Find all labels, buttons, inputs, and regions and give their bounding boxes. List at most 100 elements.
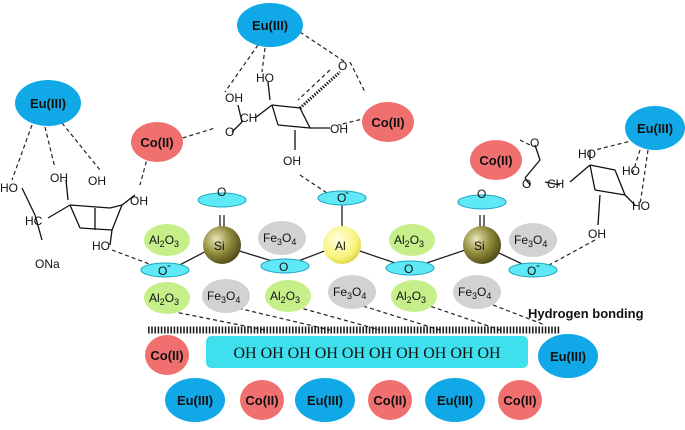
svg-text:HO: HO	[578, 147, 596, 161]
eu-ion-label: Eu(III)	[252, 18, 288, 33]
svg-text:OH: OH	[588, 227, 606, 241]
o-label-bridge-2: O	[404, 262, 413, 276]
glucose-right	[524, 144, 636, 226]
svg-text:OH: OH	[88, 174, 106, 188]
svg-text:Al2O3: Al2O3	[396, 289, 426, 305]
co-ion-label: Co(II)	[245, 393, 278, 408]
svg-text:Fe3O4: Fe3O4	[333, 285, 366, 301]
svg-text:OH: OH	[130, 194, 148, 208]
svg-text:HO: HO	[92, 239, 110, 253]
eu-ion: Eu(III)	[295, 378, 355, 422]
co-ion-label: Co(II)	[150, 348, 183, 363]
svg-text:Al2O3: Al2O3	[270, 289, 300, 305]
svg-text:OH: OH	[225, 91, 243, 105]
hydrogen-bonding-label: Hydrogen bonding	[528, 306, 644, 321]
co-ion-label: Co(II)	[140, 135, 173, 150]
hydroxyl-surface-bar: OH OH OH OH OH OH OH OH OH OH	[206, 336, 528, 368]
si-atom-right: Si	[463, 226, 501, 264]
eu-ion: Eu(III)	[15, 80, 81, 126]
svg-text:Si: Si	[214, 239, 225, 253]
svg-text:Fe3O4: Fe3O4	[263, 231, 296, 247]
co-ion: Co(II)	[470, 140, 522, 180]
co-ion-label: Co(II)	[503, 393, 536, 408]
eu-ion-label: Eu(III)	[550, 349, 586, 364]
svg-text:Fe3O4: Fe3O4	[207, 289, 240, 305]
eu-ion: Eu(III)	[625, 106, 685, 150]
al2o3-particle: Al2O3	[265, 280, 311, 312]
eu-ion-label: Eu(III)	[307, 393, 343, 408]
eu-ion: Eu(III)	[425, 378, 485, 422]
glucose-middle-labels: OH CH O HO O OH OH	[225, 59, 348, 168]
fe3o4-particle: Fe3O4	[328, 275, 376, 309]
svg-text:CH: CH	[240, 111, 257, 125]
eu-ion-label: Eu(III)	[637, 121, 673, 136]
svg-text:ONa: ONa	[35, 257, 60, 271]
co-ion-label: Co(II)	[373, 393, 406, 408]
svg-text:O: O	[522, 177, 531, 191]
svg-text:Al: Al	[335, 239, 346, 253]
metal-ions: Eu(III) Eu(III) Eu(III) Eu(III) Eu(III) Eu(II…	[15, 3, 685, 422]
eu-ion: Eu(III)	[237, 3, 303, 47]
svg-text:O: O	[530, 136, 539, 150]
o-minus-top: O	[337, 191, 346, 205]
co-ion: Co(II)	[498, 380, 542, 420]
svg-text:HO: HO	[256, 71, 274, 85]
minus-sign: -	[167, 258, 171, 272]
co-ion: Co(II)	[131, 122, 183, 162]
co-ion: Co(II)	[240, 380, 284, 420]
svg-text:Al2O3: Al2O3	[149, 233, 179, 249]
glucose-left	[21, 179, 136, 246]
si-atom-left: Si	[203, 226, 241, 264]
co-ion: Co(II)	[368, 380, 412, 420]
eu-ion: Eu(III)	[538, 334, 598, 378]
fe3o4-particle: Fe3O4	[202, 279, 250, 313]
al2o3-particle: Al2O3	[391, 280, 437, 312]
o-minus-left: O	[158, 264, 167, 278]
o-label-si-right: O	[477, 187, 486, 201]
glucose-left-labels: HO HC ONa OH OH OH HO	[0, 171, 148, 271]
eu-ion: Eu(III)	[165, 378, 225, 422]
svg-text:Si: Si	[474, 239, 485, 253]
co-ion-label: Co(II)	[479, 153, 512, 168]
svg-text:OH: OH	[283, 154, 301, 168]
eu-ion-label: Eu(III)	[177, 393, 213, 408]
svg-text:HO: HO	[0, 181, 18, 195]
svg-text:OH OH OH OH OH OH OH OH OH OH: OH OH OH OH OH OH OH OH OH OH	[233, 345, 501, 362]
svg-text:OH: OH	[330, 122, 348, 136]
svg-text:Al2O3: Al2O3	[394, 233, 424, 249]
svg-text:CH: CH	[547, 177, 564, 191]
fe3o4-particle: Fe3O4	[509, 223, 557, 257]
co-ion: Co(II)	[362, 102, 414, 142]
co-ion-label: Co(II)	[371, 115, 404, 130]
eu-ion-label: Eu(III)	[437, 393, 473, 408]
glucose-right-labels: O O CH HO HO HO OH	[522, 136, 650, 241]
o-minus-right: O	[527, 264, 536, 278]
fe3o4-particles: Fe3O4 Fe3O4 Fe3O4 Fe3O4 Fe3O4	[202, 221, 557, 313]
o-label-bridge-1: O	[279, 260, 288, 274]
minus-sign: -	[536, 258, 540, 272]
oxygen-labels: O O O - O - O O O -	[158, 185, 540, 278]
eu-ion-label: Eu(III)	[30, 96, 66, 111]
o-label-si-left: O	[217, 185, 226, 199]
fe3o4-particle: Fe3O4	[258, 221, 306, 255]
svg-text:OH: OH	[50, 171, 68, 185]
co-ion: Co(II)	[145, 335, 189, 375]
svg-text:Fe3O4: Fe3O4	[458, 285, 491, 301]
al2o3-particle: Al2O3	[144, 282, 190, 314]
al-atom: Al	[323, 226, 361, 264]
svg-text:Fe3O4: Fe3O4	[514, 233, 547, 249]
svg-text:HO: HO	[632, 199, 650, 213]
glucose-middle	[231, 70, 342, 150]
al2o3-particles: Al2O3 Al2O3 Al2O3 Al2O3 Al2O3	[144, 224, 437, 314]
al2o3-particle: Al2O3	[144, 224, 190, 256]
svg-text:HO: HO	[622, 164, 640, 178]
svg-text:O: O	[338, 59, 347, 73]
fe3o4-particle: Fe3O4	[453, 275, 501, 309]
oxygen-rings	[140, 190, 558, 278]
svg-text:HC: HC	[25, 214, 43, 228]
svg-text:Al2O3: Al2O3	[149, 291, 179, 307]
al2o3-particle: Al2O3	[389, 224, 435, 256]
minus-sign: -	[345, 185, 349, 199]
